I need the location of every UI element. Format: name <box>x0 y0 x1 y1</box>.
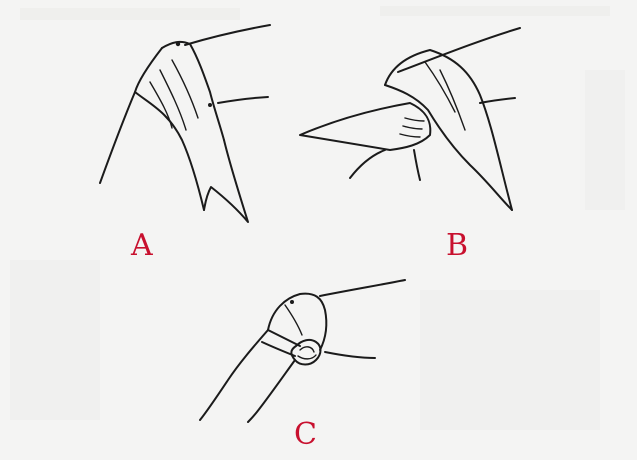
panel-a-drawing <box>100 25 270 222</box>
shoulder-outline-a <box>185 25 270 45</box>
crease-dot-a <box>208 103 212 107</box>
shoulder-outline-c <box>320 280 405 296</box>
arm-line-c <box>325 352 375 358</box>
pin-dot-a <box>176 42 180 46</box>
scan-texture <box>10 6 625 430</box>
panel-c-drawing <box>200 280 405 422</box>
pin-dot-c <box>290 300 294 304</box>
crease-c <box>285 305 302 335</box>
bandage-tail-left-a <box>135 92 204 210</box>
crease-1-b <box>440 70 465 130</box>
bandage-left-edge-a <box>100 48 162 183</box>
bandage-band-c <box>262 330 300 356</box>
knot-loops-c <box>298 347 316 359</box>
arm-under-b <box>350 150 420 180</box>
bandage-cap-c <box>268 294 326 350</box>
bandage-top-b <box>385 50 512 210</box>
bandage-tail-right-a <box>204 140 248 222</box>
fold-lines-b <box>400 118 424 137</box>
panel-label-b: B <box>446 231 468 261</box>
crease-1-a <box>172 60 198 118</box>
panel-label-a: A <box>131 231 153 261</box>
panel-label-c: C <box>294 420 317 450</box>
arm-line-a <box>218 97 268 103</box>
tail-wrap-b <box>300 103 430 150</box>
panel-b-drawing <box>300 28 520 210</box>
arm-line-b <box>480 98 515 103</box>
arm-outline-c <box>200 330 295 422</box>
